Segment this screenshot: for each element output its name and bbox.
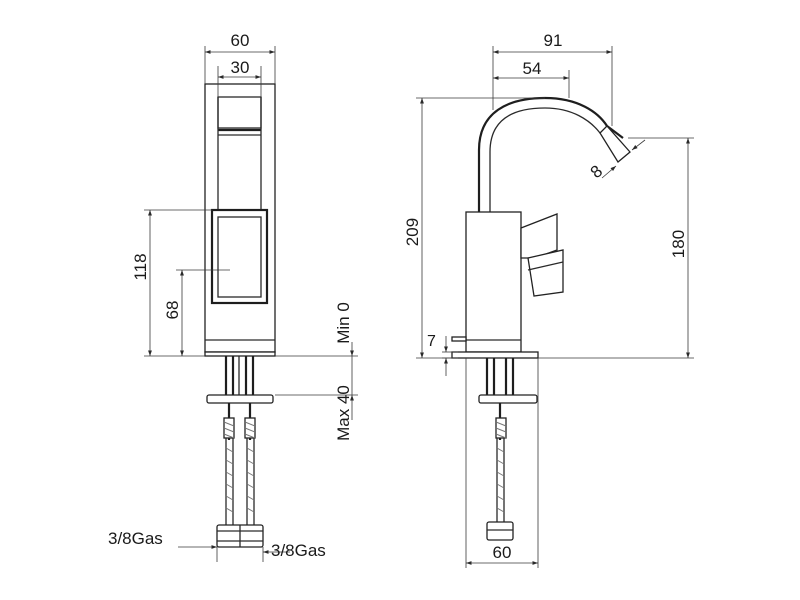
dim-label-7: 7 [427, 333, 436, 350]
side-base-plate [451, 351, 539, 359]
dim-label-8: 8 [587, 161, 606, 182]
dim-connections: 3/8Gas 3/8Gas [108, 529, 326, 562]
dim-side-base-60: 60 [465, 358, 539, 568]
side-aerator [599, 125, 631, 163]
side-body [465, 211, 522, 353]
front-mounting-washer [206, 394, 274, 404]
dim-front-height-68: 68 [163, 269, 230, 356]
dim-deck-thickness: Min 0 Max 40 [275, 302, 358, 441]
dim-label-60-front: 60 [231, 31, 250, 50]
dim-front-height-118: 118 [131, 209, 212, 357]
dim-front-width-60: 60 [204, 31, 276, 84]
dim-label-max-40: Max 40 [334, 385, 353, 441]
front-shanks [224, 356, 255, 395]
side-mounting-washer [478, 394, 538, 404]
front-hoses [216, 403, 264, 548]
side-spout-outer [477, 96, 624, 212]
dim-side-height-209: 209 [403, 97, 545, 359]
front-view: 60 30 118 68 Min 0 [108, 31, 358, 562]
dim-side-reach-54: 54 [493, 59, 570, 98]
dim-label-118: 118 [131, 253, 150, 280]
dim-label-30: 30 [231, 58, 250, 77]
dim-label-60-side: 60 [493, 543, 512, 562]
dim-label-gas-right: 3/8Gas [271, 541, 326, 560]
front-handle-box [210, 208, 269, 305]
dim-label-91: 91 [544, 31, 563, 50]
side-view: 91 54 209 180 8 [403, 31, 694, 568]
dim-side-height-180: 180 [538, 137, 694, 359]
side-lever [520, 213, 558, 259]
dim-label-gas-left: 3/8Gas [108, 529, 163, 548]
dim-label-209: 209 [403, 218, 422, 246]
dim-side-reach-91: 91 [492, 31, 613, 126]
dim-side-offset-7: 7 [427, 333, 467, 376]
dim-label-68: 68 [163, 301, 182, 320]
dim-label-min-0: Min 0 [334, 302, 353, 344]
front-body [204, 83, 276, 353]
dim-front-lever-30: 30 [217, 58, 262, 97]
dim-label-180: 180 [669, 230, 688, 258]
dim-label-54: 54 [523, 59, 542, 78]
